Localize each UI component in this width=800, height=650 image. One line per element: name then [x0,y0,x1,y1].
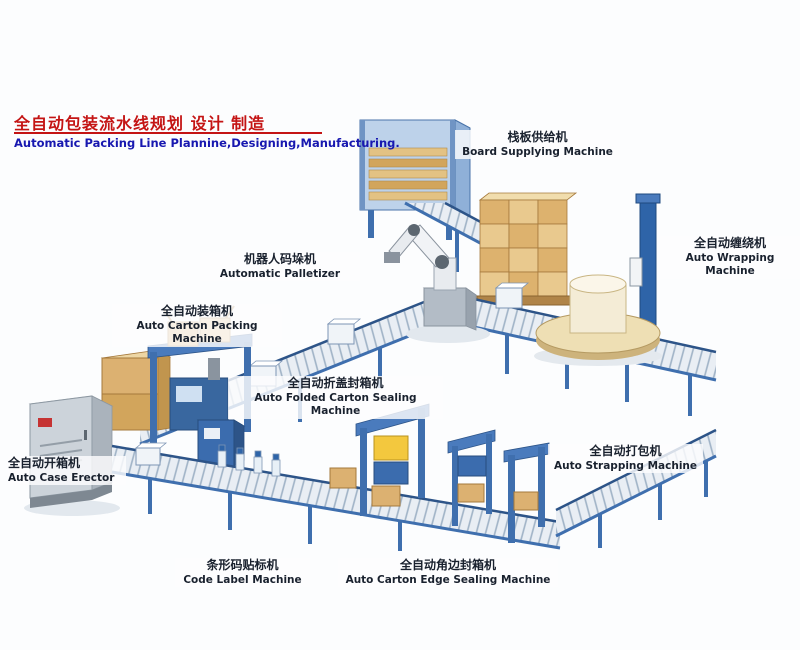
auto-wrapping-machine-graphic [534,193,662,366]
labeler-screen [204,428,220,439]
board-supplying-machine-graphic [359,119,471,240]
label-auto-strapping-machine-en: Auto Strapping Machine [553,459,698,472]
auto-strapping-machine-graphic [503,442,550,543]
label-auto-wrapping-machine-cn: 全自动缠绕机 [693,236,766,250]
label-auto-carton-packing-machine: 全自动装箱机 Auto Carton Packing Machine [112,304,282,347]
label-auto-case-erector-en: Auto Case Erector [8,471,115,484]
label-auto-folded-carton-sealing-machine-cn: 全自动折盖封箱机 [287,376,384,390]
label-auto-carton-edge-sealing-machine-en: Auto Carton Edge Sealing Machine [345,573,551,586]
robot-gripper [384,252,400,263]
label-automatic-palletizer-cn: 机器人码垛机 [243,252,316,266]
label-auto-wrapping-machine-en: Auto Wrapping Machine [685,251,775,278]
label-automatic-palletizer-en: Automatic Palletizer [219,267,341,280]
page-title: 全自动包装流水线规划 设计 制造 [14,114,266,133]
title-underline [14,132,322,134]
page-subtitle: Automatic Packing Line Plannine,Designin… [14,136,400,150]
label-auto-carton-edge-sealing-machine-cn: 全自动角边封箱机 [399,558,496,572]
label-auto-folded-carton-sealing-machine: 全自动折盖封箱机 Auto Folded Carton Sealing Mach… [228,376,443,419]
bottom-conveyor [111,444,561,551]
auto-carton-edge-sealing-machine-graphic [447,429,496,526]
board-stack [368,147,448,201]
label-code-label-machine-cn: 条形码贴标机 [206,558,279,572]
film-carriage [629,257,643,287]
label-board-supplying-machine: 栈板供给机 Board Supplying Machine [455,130,620,160]
label-auto-folded-carton-sealing-machine-en: Auto Folded Carton Sealing Machine [254,391,417,418]
brand-mark [38,418,52,427]
label-auto-carton-packing-machine-cn: 全自动装箱机 [160,304,233,318]
label-auto-carton-edge-sealing-machine: 全自动角边封箱机 Auto Carton Edge Sealing Machin… [338,558,558,588]
label-code-label-machine: 条形码贴标机 Code Label Machine [175,558,310,588]
sealer-head [373,435,409,461]
carton-on-right-conveyor [494,282,530,309]
edge-sealer-head [457,455,487,477]
bottles-on-conveyor [217,444,281,477]
label-auto-case-erector: 全自动开箱机 Auto Case Erector [8,456,126,486]
carton-on-bottom-conveyor [134,442,168,466]
label-auto-strapping-machine-cn: 全自动打包机 [589,444,662,458]
label-auto-carton-packing-machine-en: Auto Carton Packing Machine [136,319,258,346]
label-auto-case-erector-cn: 全自动开箱机 [8,456,81,470]
robot-palletizer-graphic [384,224,490,343]
label-code-label-machine-en: Code Label Machine [183,573,302,586]
label-auto-strapping-machine: 全自动打包机 Auto Strapping Machine [548,444,703,474]
label-auto-wrapping-machine: 全自动缠绕机 Auto Wrapping Machine [660,236,800,279]
label-board-supplying-machine-en: Board Supplying Machine [462,145,613,158]
label-automatic-palletizer: 机器人码垛机 Automatic Palletizer [200,252,360,282]
label-board-supplying-machine-cn: 栈板供给机 [507,130,568,144]
pallet-stack [476,192,578,306]
